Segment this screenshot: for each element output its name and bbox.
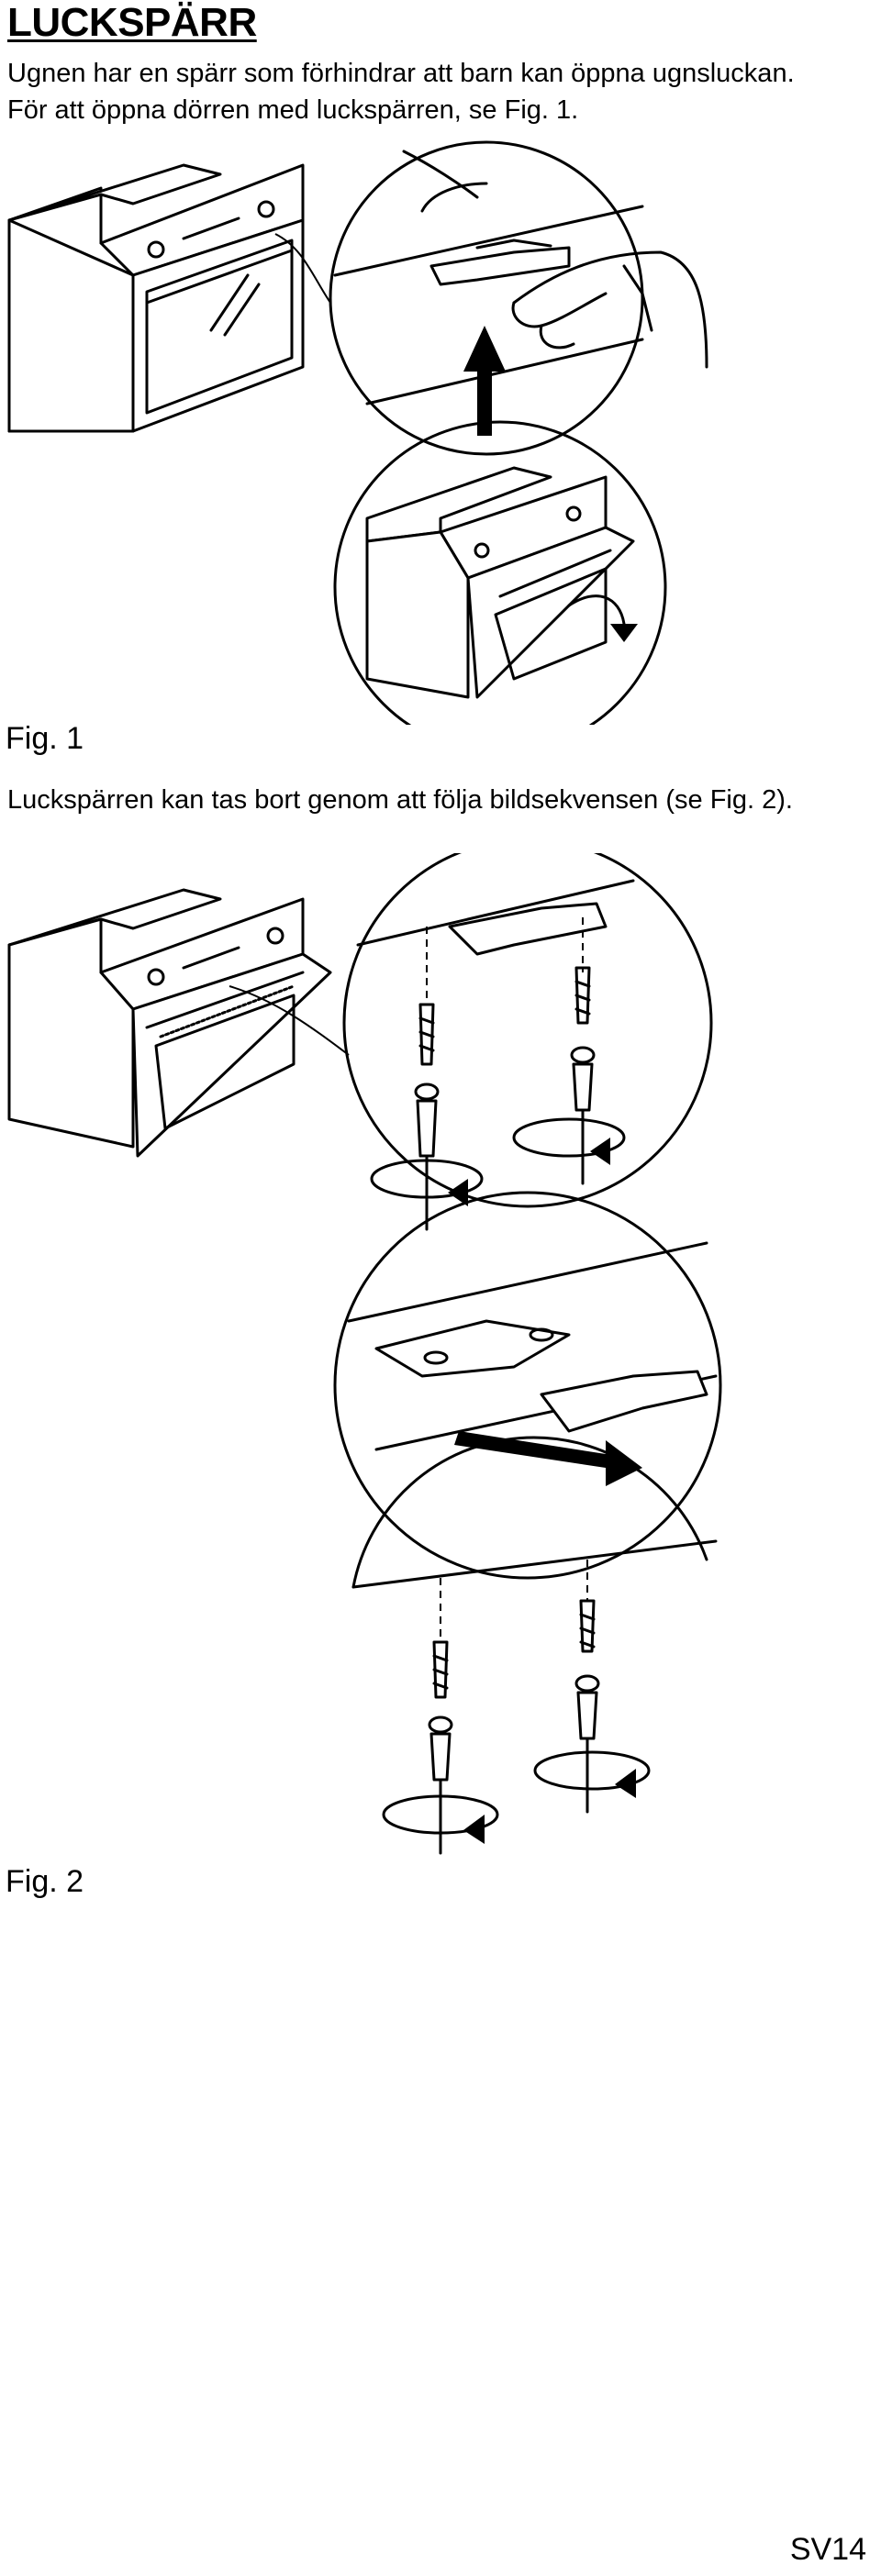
latch-slide-out-icon [333, 1191, 722, 1580]
intro-paragraph: Ugnen har en spärr som förhindrar att ba… [7, 55, 879, 128]
figure-2-caption: Fig. 2 [6, 1864, 84, 1899]
hand-lifting-latch-icon [329, 140, 708, 456]
removal-paragraph: Luckspärren kan tas bort genom att följa… [7, 785, 793, 815]
page-number: SV14 [789, 2532, 866, 2567]
oven-door-opening-icon [333, 420, 667, 725]
screwdriver-unscrew-icon [342, 853, 713, 1231]
page-title: LUCKSPÄRR [7, 0, 257, 45]
figure-1-illustration [7, 140, 708, 725]
screwdriver-remove-screws-icon [351, 1436, 718, 1855]
intro-line: För att öppna dörren med luckspärren, se… [7, 95, 579, 125]
figure-1-caption: Fig. 1 [6, 721, 84, 756]
up-arrow-icon [463, 326, 506, 436]
intro-line: Ugnen har en spärr som förhindrar att ba… [7, 59, 795, 88]
oven-door-open-icon [7, 888, 350, 1158]
oven-closed-icon [7, 163, 331, 433]
figure-2-illustration [7, 853, 722, 1855]
